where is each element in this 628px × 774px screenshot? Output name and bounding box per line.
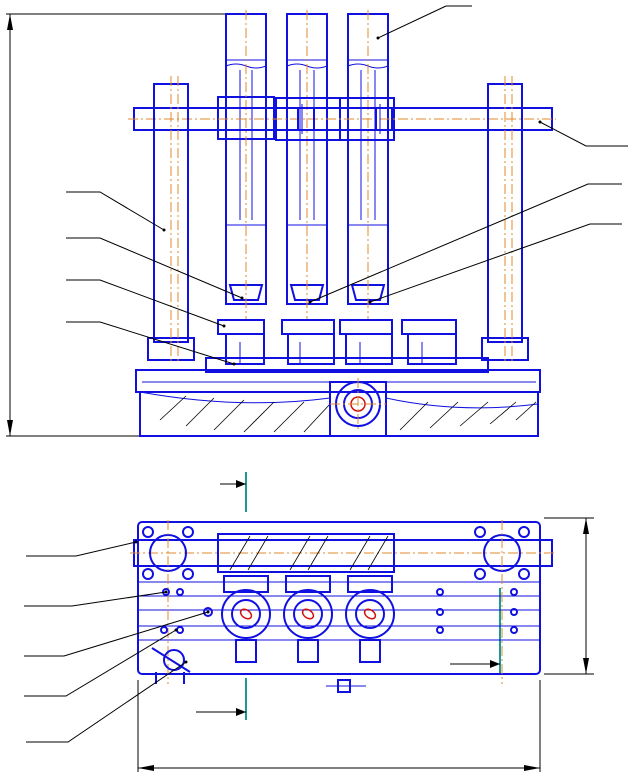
depth-dimension: [544, 517, 594, 675]
top-leaders: [24, 540, 210, 743]
vertical-tube-2: [286, 10, 328, 320]
corner-mounts: [142, 520, 530, 684]
bolt-holes: [160, 588, 518, 634]
horizontal-rail: [128, 97, 556, 141]
base-plate: [135, 357, 541, 437]
height-dimension: [6, 13, 226, 437]
left-column: [147, 76, 195, 362]
section-markers: [196, 472, 501, 720]
round-clamp-2: [283, 575, 333, 663]
vertical-tube-1: [217, 10, 275, 320]
handle-lever: [151, 647, 366, 693]
vertical-tube-3: [347, 10, 389, 320]
base-hatching: [159, 395, 537, 433]
round-clamp-1: [221, 575, 271, 663]
right-column: [481, 76, 529, 362]
top-hatching: [229, 535, 389, 571]
clamp-units: [217, 319, 457, 365]
front-leaders: [66, 5, 628, 366]
top-base-plate: [137, 521, 541, 675]
round-clamp-3: [345, 575, 395, 663]
top-view: [24, 472, 594, 772]
width-dimension: [137, 680, 541, 772]
front-view: [6, 5, 628, 437]
